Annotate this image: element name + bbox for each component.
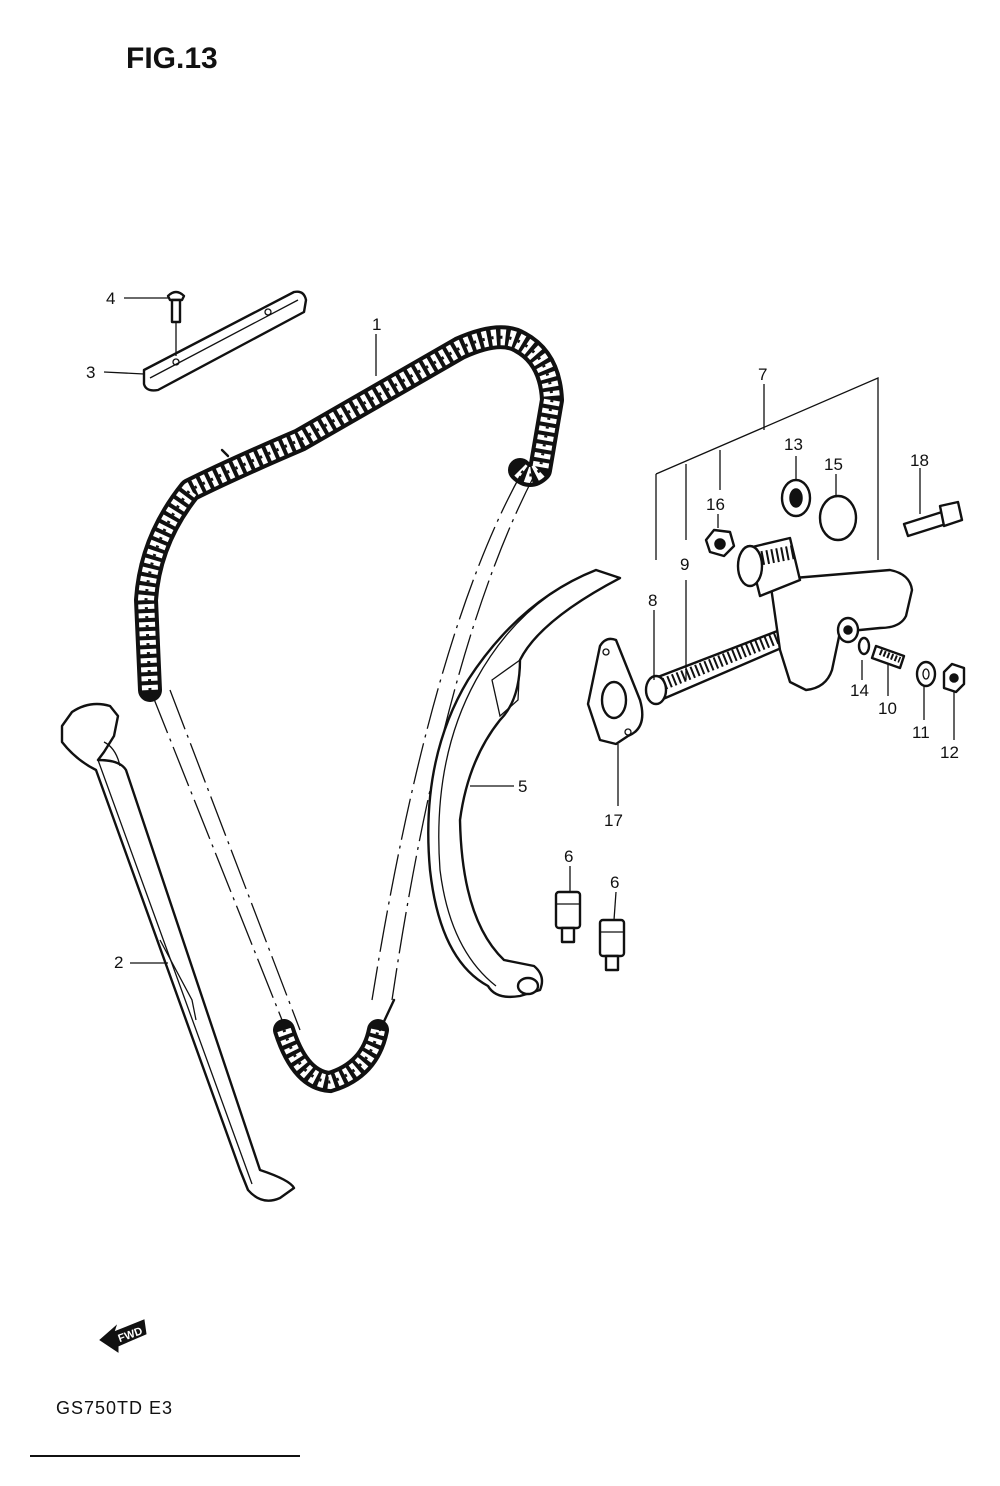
callout-13: 13: [784, 435, 803, 454]
callout-18: 18: [910, 451, 929, 470]
model-code: GS750TD E3: [56, 1398, 173, 1418]
part-2-long-chain-guide: [60, 702, 296, 1202]
fwd-label: FWD: [117, 1325, 145, 1345]
callout-15: 15: [824, 455, 843, 474]
callout-17: 17: [604, 811, 623, 830]
callout-10: 10: [878, 699, 897, 718]
part-4-screw: [166, 290, 186, 356]
callout-2: 2: [114, 953, 123, 972]
callout-6b: 6: [610, 873, 619, 892]
part-6-damper-right: [598, 918, 626, 972]
part-12-nut: [942, 662, 966, 694]
callout-7: 7: [758, 365, 767, 384]
fwd-arrow-icon: FWD: [99, 1319, 147, 1353]
callout-4: 4: [106, 289, 115, 308]
part-5-tensioner-guide: [427, 568, 622, 999]
part-6-damper-left: [554, 890, 582, 944]
callouts: 1 2 3 4 5 6 6 7 8 9 10 11 12 13 14 15 16…: [86, 289, 959, 972]
callout-12: 12: [940, 743, 959, 762]
part-15-o-ring: [818, 494, 858, 542]
callout-6a: 6: [564, 847, 573, 866]
callout-14: 14: [850, 681, 869, 700]
leader-lines: [103, 297, 955, 964]
callout-11: 11: [912, 723, 930, 742]
part-3-chain-guide: [142, 290, 308, 392]
callout-1: 1: [372, 315, 381, 334]
part-17-gasket: [586, 637, 644, 746]
callout-9: 9: [680, 555, 689, 574]
callout-3: 3: [86, 363, 95, 382]
part-1-cam-chain: [134, 325, 564, 1094]
part-14-washer: [857, 636, 871, 656]
figure-title: FIG.13: [126, 42, 218, 75]
part-7-tensioner-assembly: [644, 536, 914, 706]
part-11-washer: [915, 660, 937, 688]
part-16-nut: [704, 528, 736, 558]
callout-8: 8: [648, 591, 657, 610]
callout-16: 16: [706, 495, 725, 514]
part-10-bolt: [870, 644, 906, 670]
callout-5: 5: [518, 777, 527, 796]
part-13-oil-seal: [780, 478, 812, 518]
part-18-bolt: [902, 500, 964, 538]
